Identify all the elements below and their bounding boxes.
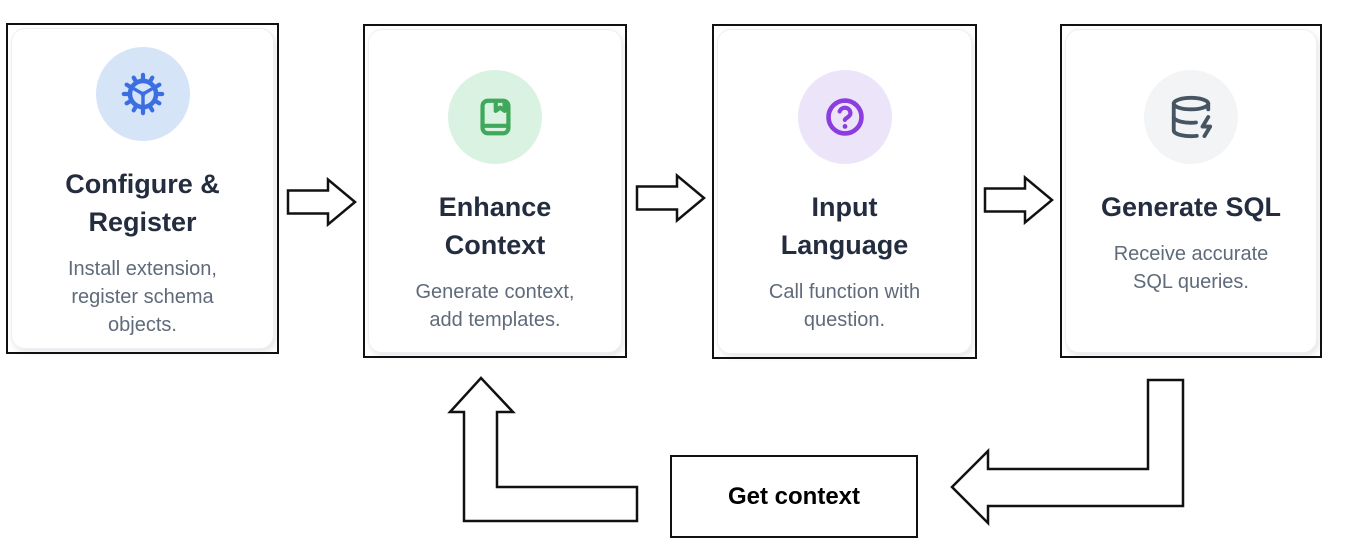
question-circle-icon bbox=[825, 98, 864, 136]
step-card-generate-sql: Generate SQL Receive accurate SQL querie… bbox=[1060, 24, 1322, 358]
step-description: Generate context, add templates. bbox=[415, 281, 575, 331]
step-card-body: Input Language Call function with questi… bbox=[717, 29, 972, 354]
step-card-enhance-context: Enhance Context Generate context, add te… bbox=[363, 24, 627, 358]
step-description: Install extension, register schema objec… bbox=[68, 258, 217, 336]
book-icon-circle bbox=[448, 70, 542, 164]
database-bolt-icon-circle bbox=[1144, 70, 1238, 164]
book-icon bbox=[480, 98, 511, 136]
loop-arrow-up bbox=[447, 376, 639, 523]
step-title: Generate SQL bbox=[1100, 192, 1282, 222]
gear-icon bbox=[121, 72, 164, 116]
step-description: Receive accurate SQL queries. bbox=[1113, 243, 1269, 293]
get-context-box: Get context bbox=[670, 455, 918, 538]
get-context-label: Get context bbox=[727, 482, 861, 510]
gear-icon-circle bbox=[95, 47, 190, 141]
step-card-input-language: Input Language Call function with questi… bbox=[712, 24, 977, 359]
step-description: Call function with question. bbox=[768, 281, 921, 331]
flow-arrow-right-2 bbox=[635, 172, 706, 224]
question-circle-icon-circle bbox=[797, 70, 892, 164]
loop-arrow-left bbox=[950, 378, 1185, 527]
step-card-body: Generate SQL Receive accurate SQL querie… bbox=[1065, 29, 1317, 353]
database-bolt-icon bbox=[1171, 95, 1213, 139]
step-card-body: Enhance Context Generate context, add te… bbox=[368, 29, 622, 353]
step-title: Configure & Register bbox=[65, 169, 220, 237]
step-card-body: Configure & Register Install extension, … bbox=[11, 28, 274, 349]
step-title: Enhance Context bbox=[438, 192, 552, 260]
step-card-configure-register: Configure & Register Install extension, … bbox=[6, 23, 279, 354]
flow-arrow-right-1 bbox=[286, 176, 357, 228]
step-title: Input Language bbox=[780, 192, 909, 260]
flow-arrow-right-3 bbox=[983, 174, 1054, 226]
